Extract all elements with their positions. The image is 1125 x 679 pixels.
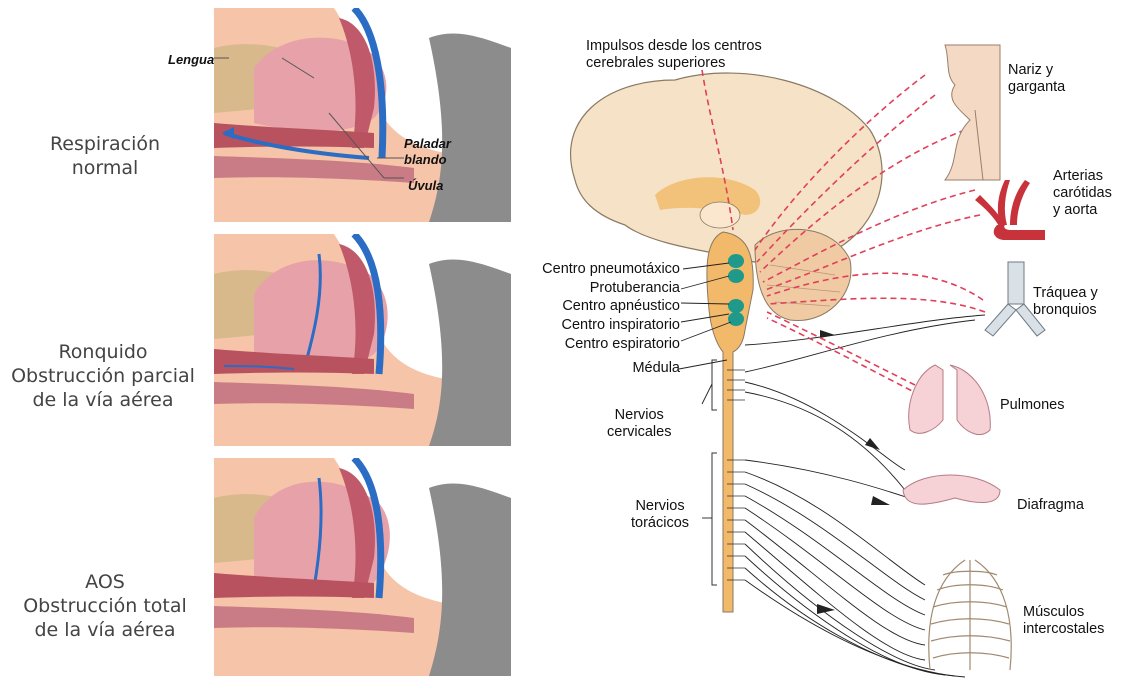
brainstem	[707, 232, 753, 612]
label-trachea-bronchi: Tráquea y bronquios	[1033, 285, 1098, 319]
label-line: carótidas	[1053, 185, 1112, 202]
label-carotid-aorta: Arterias carótidas y aorta	[1053, 168, 1112, 219]
panel-title-line: de la vía aérea	[10, 618, 200, 642]
label-lungs: Pulmones	[1000, 397, 1064, 414]
lungs-illustration	[909, 365, 991, 435]
label-line: Tráquea y	[1033, 285, 1098, 302]
note-higher-centers: Impulsos desde los centros cerebrales su…	[586, 38, 762, 72]
label-line: Nervios	[607, 407, 671, 424]
note-line: cerebrales superiores	[586, 55, 762, 72]
panel-title-line: Ronquido	[8, 340, 198, 364]
label-intercostal-muscles: Músculos intercostales	[1023, 604, 1104, 638]
label-line: intercostales	[1023, 621, 1104, 638]
panel-title-line: Respiración	[10, 132, 200, 156]
panel-title-line: normal	[10, 156, 200, 180]
label-line: Músculos	[1023, 604, 1104, 621]
panel-title-osa: AOS Obstrucción total de la vía aérea	[10, 570, 200, 642]
carotid-aorta-illustration	[975, 180, 1045, 240]
ribcage-illustration	[929, 560, 1011, 670]
label-line: y aorta	[1053, 202, 1112, 219]
label-pneumotaxic-center: Centro pneumotáxico	[542, 261, 680, 278]
label-line: Arterias	[1053, 168, 1112, 185]
respiratory-control-diagram: Impulsos desde los centros cerebrales su…	[505, 0, 1125, 679]
callout-uvula: Úvula	[408, 178, 443, 194]
label-nose-throat: Nariz y garganta	[1008, 62, 1065, 96]
callout-paladar-line: blando	[404, 152, 451, 168]
callout-lengua: Lengua	[168, 52, 214, 68]
panel-title-normal: Respiración normal	[10, 132, 200, 180]
label-pons: Protuberancia	[590, 280, 680, 297]
callout-paladar: Paladar blando	[404, 136, 451, 168]
label-expiratory-center: Centro espiratorio	[565, 336, 680, 353]
panel-title-line: de la vía aérea	[8, 388, 198, 412]
airway-illustration-normal	[214, 8, 511, 222]
label-thoracic-nerves: Nervios torácicos	[631, 498, 689, 532]
nose-throat-illustration	[945, 45, 1000, 180]
label-apneustic-center: Centro apnéustico	[562, 298, 680, 315]
note-line: Impulsos desde los centros	[586, 38, 762, 55]
label-line: bronquios	[1033, 302, 1098, 319]
panel-title-line: AOS	[10, 570, 200, 594]
callout-paladar-line: Paladar	[404, 136, 451, 152]
panel-title-line: Obstrucción total	[10, 594, 200, 618]
label-line: garganta	[1008, 79, 1065, 96]
label-line: Nervios	[631, 498, 689, 515]
label-line: Nariz y	[1008, 62, 1065, 79]
label-medulla: Médula	[632, 360, 680, 377]
panel-title-snoring: Ronquido Obstrucción parcial de la vía a…	[8, 340, 198, 412]
label-diaphragm: Diafragma	[1017, 497, 1084, 514]
diaphragm-illustration	[903, 475, 1000, 504]
label-line: cervicales	[607, 424, 671, 441]
label-inspiratory-center: Centro inspiratorio	[562, 317, 680, 334]
label-cervical-nerves: Nervios cervicales	[607, 407, 671, 441]
airway-illustration-osa	[214, 458, 511, 676]
panel-title-line: Obstrucción parcial	[8, 364, 198, 388]
cerebellum	[755, 229, 851, 320]
airway-illustration-snoring	[214, 234, 511, 446]
label-line: torácicos	[631, 515, 689, 532]
